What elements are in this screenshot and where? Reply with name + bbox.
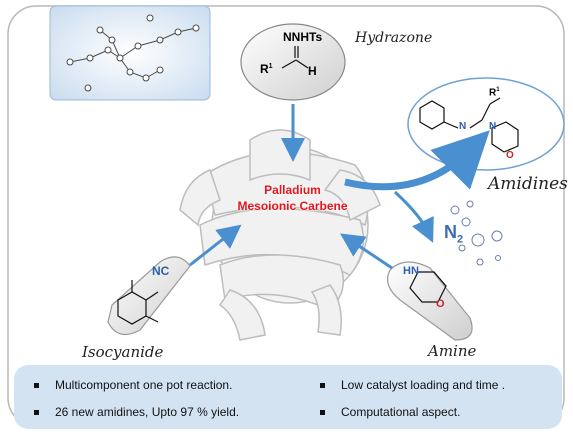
amine-hn: HN [403, 265, 419, 277]
bullet-item: Low catalyst loading and time . [320, 378, 505, 392]
catalyst-line1: Palladium [264, 183, 321, 197]
product-label: Amidines [488, 174, 568, 194]
hands-illustration [179, 129, 381, 341]
hydrazone-formula-top: NNHTs [283, 30, 323, 44]
isocyanide-tube [107, 256, 191, 336]
crystal-structure-inset [49, 5, 211, 101]
hydrazone-balloon [240, 23, 346, 101]
bullet-item: 26 new amidines, Upto 97 % yield. [34, 405, 239, 419]
summary-panel [14, 365, 562, 429]
amine-label: Amine [428, 342, 477, 360]
isocyanide-group: NC [152, 264, 170, 278]
product-n2: N [489, 121, 497, 132]
amine-o: O [436, 298, 445, 310]
hydrazone-label: Hydrazone [355, 30, 433, 46]
catalyst-line2: Mesoionic Carbene [237, 199, 348, 213]
product-balloon [407, 77, 565, 171]
bullet-item: Multicomponent one pot reaction. [34, 378, 232, 392]
bullet-item: Computational aspect. [320, 405, 460, 419]
product-n1: N [459, 121, 467, 132]
product-r1: R1 [489, 87, 500, 99]
hydrazone-h: H [308, 64, 317, 78]
n2-label: N2 [444, 222, 464, 246]
amine-tube [387, 261, 473, 341]
hydrazone-r1: R1 [260, 62, 273, 76]
reaction-arrows [189, 104, 490, 270]
n2-bubbles [450, 200, 503, 266]
isocyanide-label: Isocyanide [82, 343, 164, 361]
product-o: O [506, 150, 514, 161]
